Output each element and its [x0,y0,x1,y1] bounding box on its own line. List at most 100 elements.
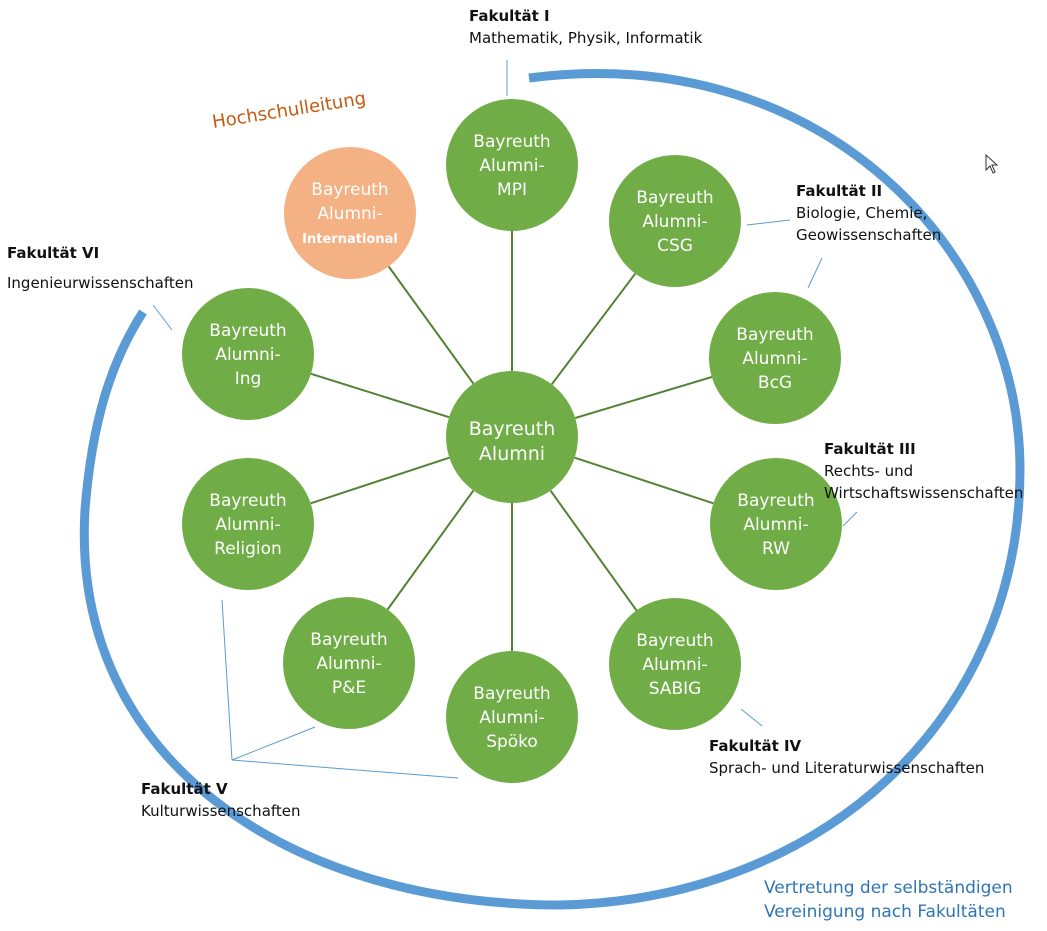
node-circle-csg [609,155,741,287]
pointer-f4 [740,708,763,727]
spoke-ing [310,372,450,419]
node-label-ing-line1: Bayreuth [209,321,286,341]
node-label-international-line1: Bayreuth [311,180,388,200]
faculty-pointer-lines [152,60,858,779]
spoke-rw [574,456,714,505]
node-circle-international [284,147,416,279]
pointer-f5-religion [221,599,233,761]
center-label-line2: Alumni [479,443,545,465]
nodes: BayreuthAlumni-InternationalBayreuthAlum… [182,99,842,783]
faculty-5-title: Fakultät V [141,780,228,798]
node-label-bcg-line1: Bayreuth [736,325,813,345]
faculty-1-label: Fakultät I Mathematik, Physik, Informati… [469,5,702,49]
spoke-bcg [574,376,713,419]
faculty-6-sub: Ingenieurwissenschaften [7,274,194,292]
faculty-4-title: Fakultät IV [709,737,802,755]
spoke-csg [551,273,636,385]
footer-line1: Vertretung der selbständigen [764,878,1013,898]
faculty-2-sub2: Geowissenschaften [796,226,942,244]
node-label-religion-line3: Religion [214,539,282,559]
node-label-spoeko-line1: Bayreuth [473,684,550,704]
faculty-2-label: Fakultät II Biologie, Chemie, Geowissens… [796,180,941,246]
node-label-rw-line1: Bayreuth [737,491,814,511]
node-label-ing-line2: Alumni- [215,345,280,365]
center-circle [446,371,578,503]
node-label-sabig-line3: SABIG [649,679,702,699]
node-circle-sabig [609,598,741,730]
node-label-spoeko-line3: Spöko [486,732,538,752]
faculty-3-sub1: Rechts- und [824,462,914,480]
node-label-ing-line3: Ing [235,369,262,389]
pointer-f5-spoeko [231,759,459,779]
mouse-cursor-icon [985,154,999,174]
center-label-line1: Bayreuth [469,418,556,440]
faculty-1-sub: Mathematik, Physik, Informatik [469,29,703,47]
node-label-mpi-line1: Bayreuth [473,132,550,152]
node-circle-ing [182,288,314,420]
node-label-bcg-line3: BcG [758,373,792,393]
node-label-religion-line2: Alumni- [215,515,280,535]
spoke-pe [386,489,475,611]
faculty-ring [79,69,1025,910]
spoke-religion [310,456,450,505]
spokes [310,231,714,651]
faculty-4-sub: Sprach- und Literaturwissenschaften [709,759,985,777]
node-label-rw-line2: Alumni- [743,515,808,535]
node-label-pe-line2: Alumni- [316,654,381,674]
faculty-1-title: Fakultät I [469,7,550,25]
faculty-3-sub2: Wirtschaftswissenschaften [824,484,1024,502]
pointer-f2-a [746,219,791,226]
node-label-mpi-line2: Alumni- [479,156,544,176]
node-label-sabig-line2: Alumni- [642,655,707,675]
footer-line2: Vereinigung nach Fakultäten [764,902,1006,922]
node-circle-religion [182,458,314,590]
faculty-3-label: Fakultät III Rechts- und Wirtschaftswiss… [824,438,1023,504]
node-label-sabig-line1: Bayreuth [636,631,713,651]
faculty-3-title: Fakultät III [824,440,916,458]
pointer-f5-pe [231,726,316,761]
pointer-f3 [842,511,858,527]
node-label-international-line3: International [302,232,398,247]
node-label-csg-line1: Bayreuth [636,188,713,208]
node-circle-bcg [709,292,841,424]
node-label-csg-line2: Alumni- [642,212,707,232]
faculty-2-title: Fakultät II [796,182,883,200]
spoke-sabig [549,490,638,611]
faculty-5-sub: Kulturwissenschaften [141,802,301,820]
pointer-f6 [152,304,173,331]
node-label-international-line2: Alumni- [317,204,382,224]
node-label-rw-line3: RW [762,539,790,559]
faculty-4-label: Fakultät IV Sprach- und Literaturwissens… [709,735,984,779]
node-circle-pe [283,597,415,729]
faculty-6-label: Fakultät VI Ingenieurwissenschaften [7,238,193,298]
pointer-f2-b [807,257,823,289]
node-label-csg-line3: CSG [657,236,693,256]
faculty-2-sub1: Biologie, Chemie, [796,204,928,222]
node-label-mpi-line3: MPI [497,180,527,200]
node-circle-rw [710,458,842,590]
node-label-pe-line1: Bayreuth [310,630,387,650]
faculty-6-title: Fakultät VI [7,244,100,262]
spoke-international [387,265,475,385]
node-circle-mpi [446,99,578,231]
node-label-bcg-line2: Alumni- [742,349,807,369]
center-node[interactable]: Bayreuth Alumni [446,371,578,503]
node-label-religion-line1: Bayreuth [209,491,286,511]
footer-note: Vertretung der selbständigen Vereinigung… [764,876,1013,924]
node-label-pe-line3: P&E [332,678,366,698]
node-label-spoeko-line2: Alumni- [479,708,544,728]
node-circle-spoeko [446,651,578,783]
faculty-5-label: Fakultät V Kulturwissenschaften [141,778,301,822]
